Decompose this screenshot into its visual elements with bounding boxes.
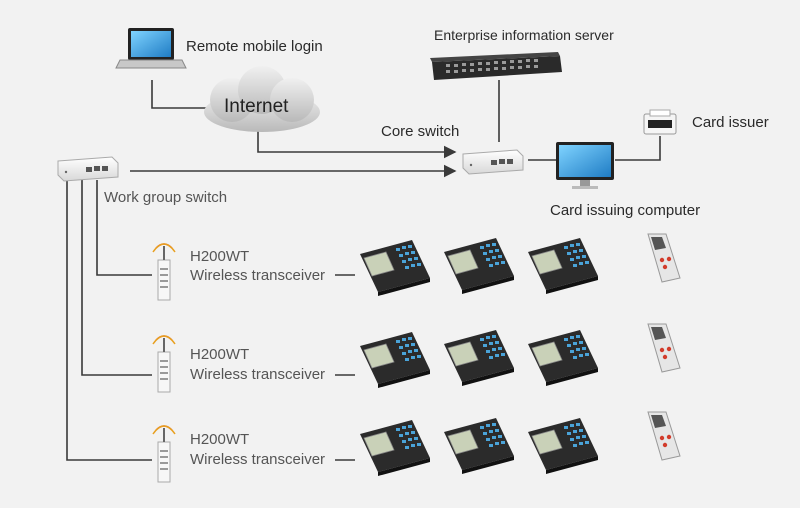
transceiver-label: Wireless transceiver [190,451,326,468]
pos-terminal-icon [527,417,599,475]
core-switch-label: Core switch [381,123,460,140]
pos-terminal-icon [359,419,431,477]
card-issuing-computer-label: Card issuing computer [550,202,701,219]
transceiver-model-label: H200WT [190,248,250,265]
core-switch-icon [462,149,524,175]
pos-terminal-icon [359,331,431,389]
internet-label: Internet [224,96,289,117]
handheld-reader-icon [647,323,681,373]
remote-login-label: Remote mobile login [186,38,323,55]
pos-terminal-icon [443,237,515,295]
wireless-transceiver-icon [152,243,176,301]
laptop-icon [115,28,187,69]
handheld-reader-icon [647,233,681,283]
internet-cloud-icon [204,66,320,132]
pos-terminal-icon [527,237,599,295]
handheld-reader-icon [647,411,681,461]
connection-lines [66,80,661,461]
wireless-transceiver-icon [152,425,176,483]
transceiver-model-label: H200WT [190,346,250,363]
card-issuer-label: Card issuer [692,114,769,131]
transceiver-model-label: H200WT [190,431,250,448]
transceiver-label: Wireless transceiver [190,267,326,284]
card-printer-icon [643,109,677,135]
work-group-switch-label: Work group switch [104,189,228,206]
pos-terminal-icon [443,417,515,475]
desktop-monitor-icon [556,142,614,189]
transceiver-label: Wireless transceiver [190,366,326,383]
pos-terminal-icon [359,239,431,297]
pos-terminal-icon [443,329,515,387]
rack-server-icon [430,52,562,80]
pos-terminal-icon [527,329,599,387]
wireless-transceiver-icon [152,335,176,393]
enterprise-server-label: Enterprise information server [434,27,614,43]
work-group-switch-icon [57,156,119,182]
